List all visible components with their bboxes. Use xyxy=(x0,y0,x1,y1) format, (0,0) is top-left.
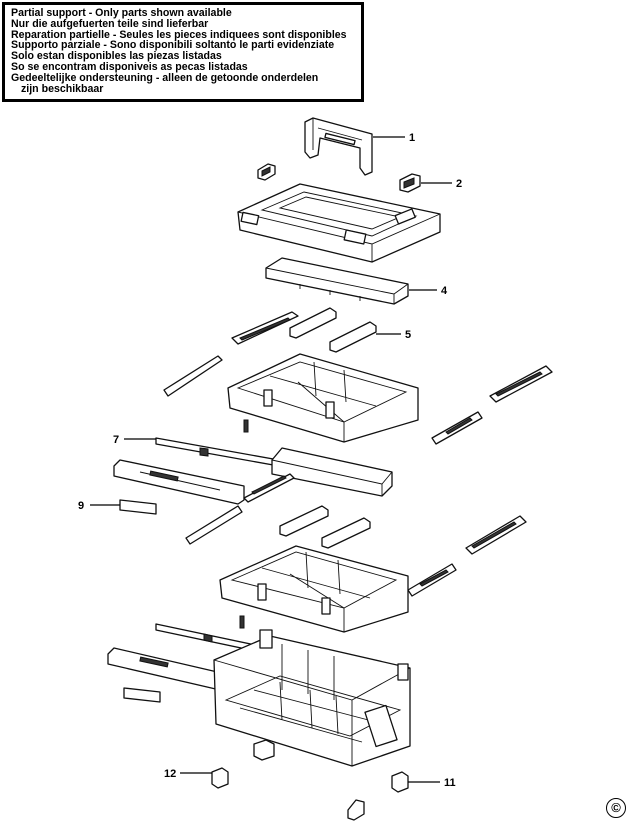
part-middle-short-divider-a[interactable] xyxy=(279,505,329,537)
callout-11: 11 xyxy=(444,777,456,789)
part-upper-runner-left[interactable] xyxy=(163,355,223,397)
availability-notice: Partial support - Only parts shown avail… xyxy=(2,2,364,102)
part-runner-bar[interactable] xyxy=(155,437,291,469)
part-corner-foot-left[interactable] xyxy=(211,767,229,789)
part-upper-rail-left[interactable] xyxy=(231,311,299,345)
part-middle-short-divider-b[interactable] xyxy=(321,517,371,549)
callout-4: 4 xyxy=(441,285,448,297)
callout-7: 7 xyxy=(113,434,119,446)
part-short-divider-b[interactable] xyxy=(329,321,377,353)
part-lid[interactable] xyxy=(237,183,441,263)
notice-line-nl-cont: zijn beschikbaar xyxy=(21,82,104,95)
part-lower-rail-right-long[interactable] xyxy=(465,515,527,555)
notice-line-en: Partial support - Only parts shown avail… xyxy=(11,7,232,19)
callout-1: 1 xyxy=(409,132,415,144)
callout-9: 9 xyxy=(78,500,84,512)
part-corner-foot-right[interactable] xyxy=(391,771,409,793)
notice-line-nl: Gedeeltelijke ondersteuning - alleen de … xyxy=(11,71,319,84)
part-label-plate[interactable] xyxy=(119,499,157,515)
part-base-box[interactable] xyxy=(213,629,411,767)
part-middle-rail-left[interactable] xyxy=(243,473,295,503)
part-front-strip-lower[interactable] xyxy=(107,647,227,691)
part-long-divider[interactable] xyxy=(265,257,409,305)
part-base-foot[interactable] xyxy=(253,739,275,761)
part-upper-rail-right-long[interactable] xyxy=(489,365,553,403)
part-upper-rail-right-short[interactable] xyxy=(431,411,483,445)
part-short-divider-a[interactable] xyxy=(289,307,337,339)
part-spring-lower[interactable] xyxy=(239,615,245,629)
part-lower-rail-right-short[interactable] xyxy=(407,563,457,597)
notice-line-es: Solo estan disponibles las piezas listad… xyxy=(11,50,222,63)
part-front-strip-upper[interactable] xyxy=(113,459,245,505)
copyright-mark: © xyxy=(606,798,626,818)
part-latch[interactable] xyxy=(399,173,421,193)
part-spring-upper[interactable] xyxy=(243,419,249,433)
notice-line-pt: So se encontram disponiveis as pecas lis… xyxy=(11,60,248,73)
part-bottom-cap[interactable] xyxy=(347,799,365,821)
callout-5: 5 xyxy=(405,329,411,341)
notice-line-de: Nur die aufgefuerten teile sind lieferba… xyxy=(11,17,209,30)
callout-12: 12 xyxy=(164,768,176,780)
part-middle-long-divider[interactable] xyxy=(271,447,393,497)
notice-line-it: Supporto parziale - Sono disponibili sol… xyxy=(11,39,335,52)
part-handle[interactable] xyxy=(304,117,373,176)
part-upper-drawer[interactable] xyxy=(227,353,419,443)
part-lower-drawer[interactable] xyxy=(219,545,409,633)
part-lower-label-plate[interactable] xyxy=(123,687,161,703)
notice-line-fr: Reparation partielle - Seules les pieces… xyxy=(11,28,347,41)
part-middle-runner-left[interactable] xyxy=(185,505,243,545)
callout-2: 2 xyxy=(456,178,462,190)
part-lid-clip-left[interactable] xyxy=(257,163,276,181)
